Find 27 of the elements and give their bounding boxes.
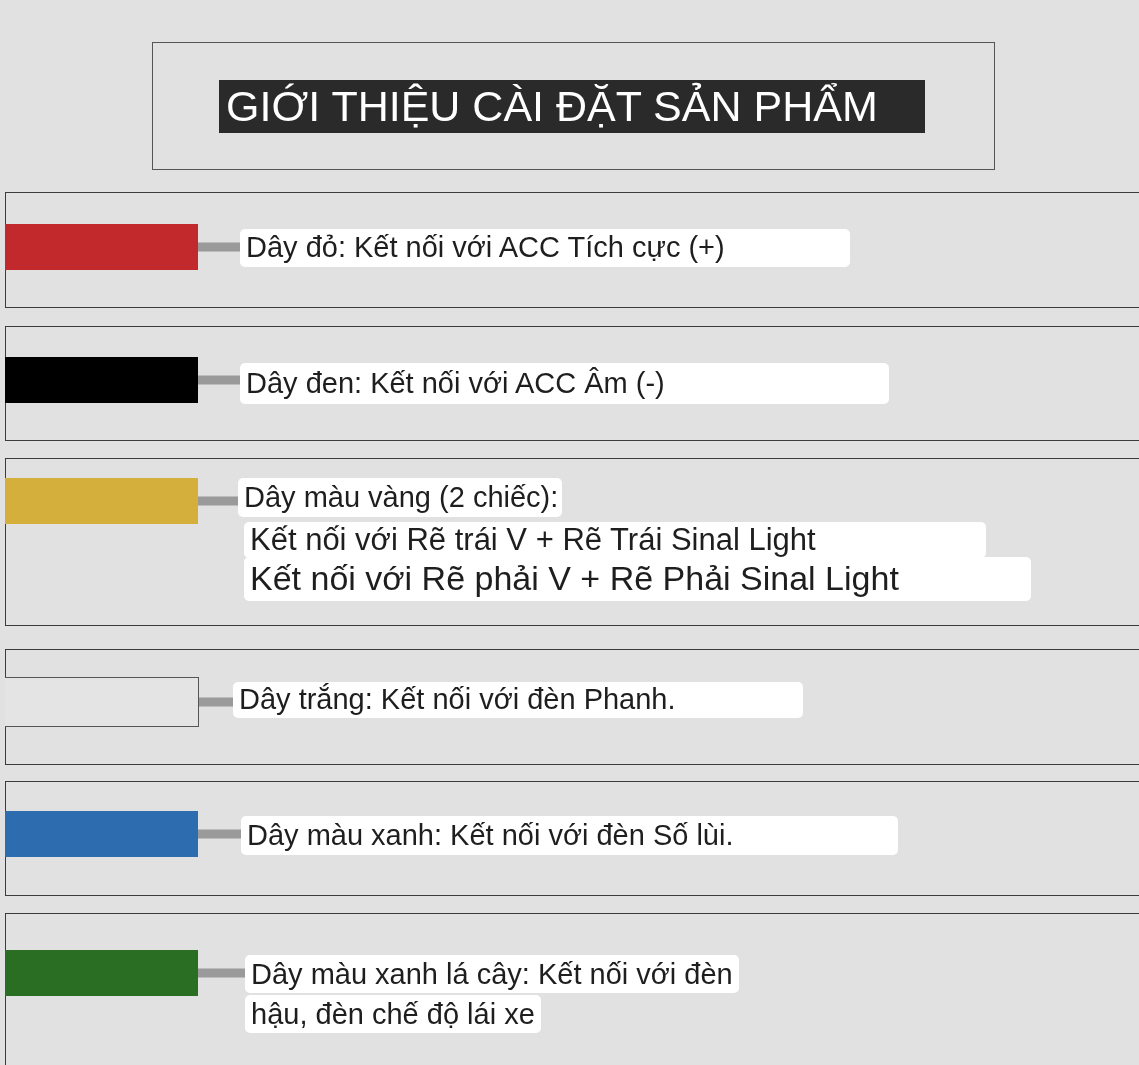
wire-label: Kết nối với Rẽ trái V + Rẽ Trái Sinal Light: [244, 522, 986, 558]
wire-stub: [198, 829, 241, 839]
title-banner: GIỚI THIỆU CÀI ĐẶT SẢN PHẨM: [219, 80, 925, 133]
wire-bar: [5, 478, 198, 524]
wire-bar: [5, 811, 198, 857]
wire-label: Dây màu vàng (2 chiếc):: [238, 478, 562, 517]
wire-stub: [198, 968, 245, 978]
title-frame: [152, 42, 995, 170]
wire-stub: [198, 496, 238, 506]
wire-label: Dây đen: Kết nối với ACC Âm (-): [240, 363, 889, 404]
wire-panel: [5, 326, 1139, 441]
wire-panel: [5, 649, 1139, 765]
wire-label: Dây trắng: Kết nối với đèn Phanh.: [233, 682, 803, 718]
wire-label: Dây đỏ: Kết nối với ACC Tích cực (+): [240, 229, 850, 267]
wire-stub: [199, 697, 233, 707]
wire-panel: [5, 192, 1139, 308]
wire-bar: [5, 950, 198, 996]
wire-bar: [5, 224, 198, 270]
wire-panel: [5, 913, 1139, 1065]
wire-stub: [198, 242, 240, 252]
wire-stub: [198, 375, 240, 385]
wire-label: Kết nối với Rẽ phải V + Rẽ Phải Sinal Light: [244, 557, 1031, 601]
wire-bar: [5, 677, 199, 727]
wire-label: Dây màu xanh: Kết nối với đèn Số lùi.: [241, 816, 898, 855]
wire-bar: [5, 357, 198, 403]
wire-panel: [5, 458, 1139, 626]
wire-panel: [5, 781, 1139, 896]
